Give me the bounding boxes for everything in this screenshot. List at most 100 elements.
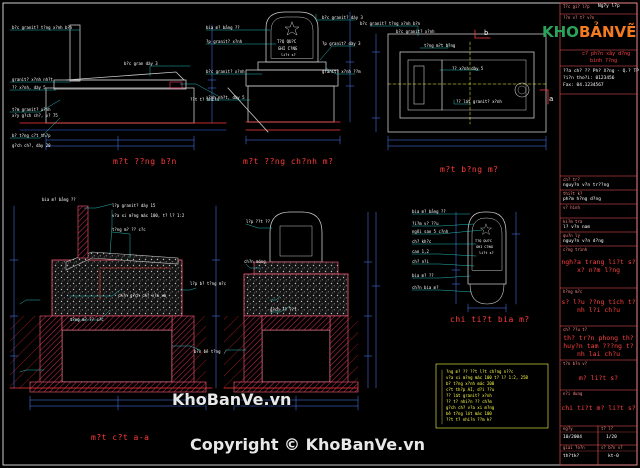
side-elevation-title: m?t ??ng b?n: [113, 157, 177, 166]
tb-date-label: ng?y: [563, 426, 573, 431]
tb-role-value: nguy?n v?n d?ng: [563, 239, 604, 244]
note-sec-1: bia m? bằng ??: [42, 197, 76, 202]
section-bb-view: [223, 211, 381, 411]
tb-top-value: Ng?y l?p: [598, 4, 620, 9]
legend-row: ??t t? nhi?n ??m k?: [446, 417, 492, 422]
note-front-top: b?c granit? dày 3: [322, 15, 363, 20]
headstone-detail-title: chi ti?t bia m?: [450, 315, 530, 324]
legend-row: b? t?ng x?nh mác 200: [446, 381, 495, 386]
note-side-6: b? t?ng c?t th?p: [12, 133, 51, 138]
note-hd-5: cao 1,2: [412, 249, 429, 254]
note-sec-6: t?ng m? ?? c?c: [70, 317, 104, 322]
note-hd-6: ch? n?i: [412, 259, 429, 264]
note-front-2: ?p granit? x?nh: [206, 39, 243, 44]
note-plan-1: b?c granit? x?nh: [396, 29, 435, 34]
note-hd-7: bia m? ??: [412, 273, 434, 278]
title-block: [559, 2, 638, 466]
legend-row: ?? lát granit? x?nh: [446, 393, 492, 398]
note-side-1: granit? x?nh nh?t: [12, 77, 53, 82]
note-front-1: bia m? bằng ??: [206, 25, 240, 30]
note-side-4: t?m granit? x?nh: [12, 107, 51, 112]
note-sec-10: ch?n móng: [244, 259, 266, 264]
tb-role-value: l? v?n nam: [563, 225, 591, 230]
note-sec-7: l?p b? t?ng m?c: [190, 281, 227, 286]
logo-part-1: KHO: [542, 23, 579, 41]
tb-stage-value: th?tk?: [563, 454, 580, 459]
note-sec-2: l?p granit? dày 15: [112, 203, 156, 208]
note-sec-3: v?a xi m?ng mác 100, t? l? 1:2: [112, 213, 185, 218]
tb-package-label: h?ng m?c: [563, 289, 583, 294]
tb-role-label: ch? tr?: [563, 177, 580, 182]
detail-inscription-line1: T?Q QU?C: [475, 239, 492, 243]
note-sec-8: b?n bê t?ng: [194, 349, 221, 354]
tb-investor-value: th? tr?n phong th? huy?n tam ???ng t?nh …: [563, 334, 634, 358]
tb-role-label: ki?m tra: [563, 219, 583, 224]
note-side-8: ??t t? nhi?n: [190, 97, 219, 102]
detail-inscription-line2: GHI C?NG: [476, 245, 493, 249]
note-side-3: b?c gran dày 3: [124, 61, 158, 66]
watermark-center: KhoBanVe.vn: [172, 390, 292, 409]
tb-address-2: ?i?n tho?i: 0123456: [563, 76, 615, 81]
legend-row: g?ch ch? v?a xi m?ng: [446, 405, 495, 410]
tb-role-label: v? hình: [563, 205, 580, 210]
note-hd-2: ?i?m v? ??u: [412, 221, 439, 226]
front-elevation-title: m?t ??ng ch?nh m?: [243, 157, 334, 166]
plan-view-title: m?t b?ng m?: [440, 165, 499, 174]
headstone-detail-view: [411, 211, 521, 313]
tb-project-label: c?ng trình: [563, 247, 588, 252]
plan-marker-b: b: [484, 29, 489, 37]
tb-sheet-label: n?i dung: [563, 391, 583, 396]
note-hd-1: bia m? bằng ??: [412, 209, 446, 214]
tb-sheet-no-value: kt-0: [608, 454, 619, 459]
detail-inscription-line3: li?t s?: [479, 251, 494, 255]
note-front-3: b?c granit? x?nh: [206, 69, 245, 74]
note-side-2: ?? x?nh, dày 5: [12, 85, 46, 90]
tb-investor-label: ch? ??u t?: [563, 327, 588, 332]
note-front-6: granit? x?nh ??m: [322, 69, 361, 74]
legend-row: c?t th?p AI, d?i ??u: [446, 387, 495, 392]
logo-part-2: BẢN: [578, 23, 615, 41]
tb-address-1: ??a ch? ?? Ph? X?ng - Q.? TP: [563, 69, 639, 74]
front-inscription-line1: T?Q QU?C: [277, 39, 297, 44]
tb-role-value: nguy?n v?n tr??ng: [563, 183, 610, 188]
note-plan-4: t?ng m?t b?ng: [424, 43, 456, 48]
note-sec-11: g?ch ?? ??t: [270, 307, 297, 312]
front-inscription-line2: GHI C?NG: [278, 46, 298, 51]
front-inscription-line3: li?t s?: [281, 53, 296, 57]
tb-drawing-value: m? li?t s?: [578, 374, 619, 382]
tb-scale-value: 1/20: [606, 435, 617, 440]
tb-scale-label: t? l?: [601, 426, 614, 431]
tb-address-3: Fax: 04.1234567: [563, 83, 604, 88]
tb-role-label: thi?t k?: [563, 191, 583, 196]
tb-package-value: s? l?u ??ng tích t?nh l?i ch?u: [561, 298, 636, 314]
note-hd-8: ch?n bia m?: [412, 285, 439, 290]
tb-role-label: qu?n lý: [563, 233, 580, 238]
plan-view: [369, 25, 549, 151]
note-hd-4: ch? kh?c: [412, 239, 432, 244]
note-front-5: ?p granit? dày 3: [322, 41, 361, 46]
tb-consultant-label: ??n v? t? v?n: [563, 15, 595, 20]
tb-date-value: 10/2004: [563, 435, 582, 440]
tb-consultant-sub: bình ??ng: [590, 58, 618, 64]
section-aa-view: [9, 203, 221, 411]
note-plan-2: ?? x?nh dày 5: [452, 66, 484, 71]
note-side-top: b?c granit? t?ng x?nh b?n: [12, 25, 73, 30]
note-plan-3: ?? lát granit? x?nh: [456, 99, 502, 104]
tb-project-value: ngh?a trang li?t s? x? n?m l?ng: [561, 258, 636, 274]
tb-role-value: ph?m h?ng d?ng: [563, 197, 601, 202]
note-sec-5: ch?n g?ch ch? v?a xm: [118, 293, 167, 298]
section-aa-title: m?t c?t a-a: [91, 433, 150, 442]
plan-marker-a: a: [549, 95, 554, 103]
note-plan-top: b?c granit? t?ng x?nh b?n: [360, 21, 421, 26]
note-side-5: x?y g?ch ch?, v? 75: [12, 113, 58, 118]
legend-row: bê t?ng lót mác 100: [446, 411, 492, 416]
watermark-bottom: Copyright © KhoBanVe.vn: [190, 435, 426, 454]
note-sec-9: l?p ??t ??: [246, 219, 271, 224]
tb-top-label: T?c gi? l?p: [563, 4, 590, 9]
front-elevation-view: [205, 11, 356, 145]
legend-row: ?ng m? ?? ??t l?t ch?ng n??c: [446, 369, 514, 374]
khobanve-logo: KHOBẢNVẼ: [542, 22, 636, 48]
legend-row: v?a xi m?ng mác 100 t? l? 1:2, 25B: [446, 375, 528, 380]
